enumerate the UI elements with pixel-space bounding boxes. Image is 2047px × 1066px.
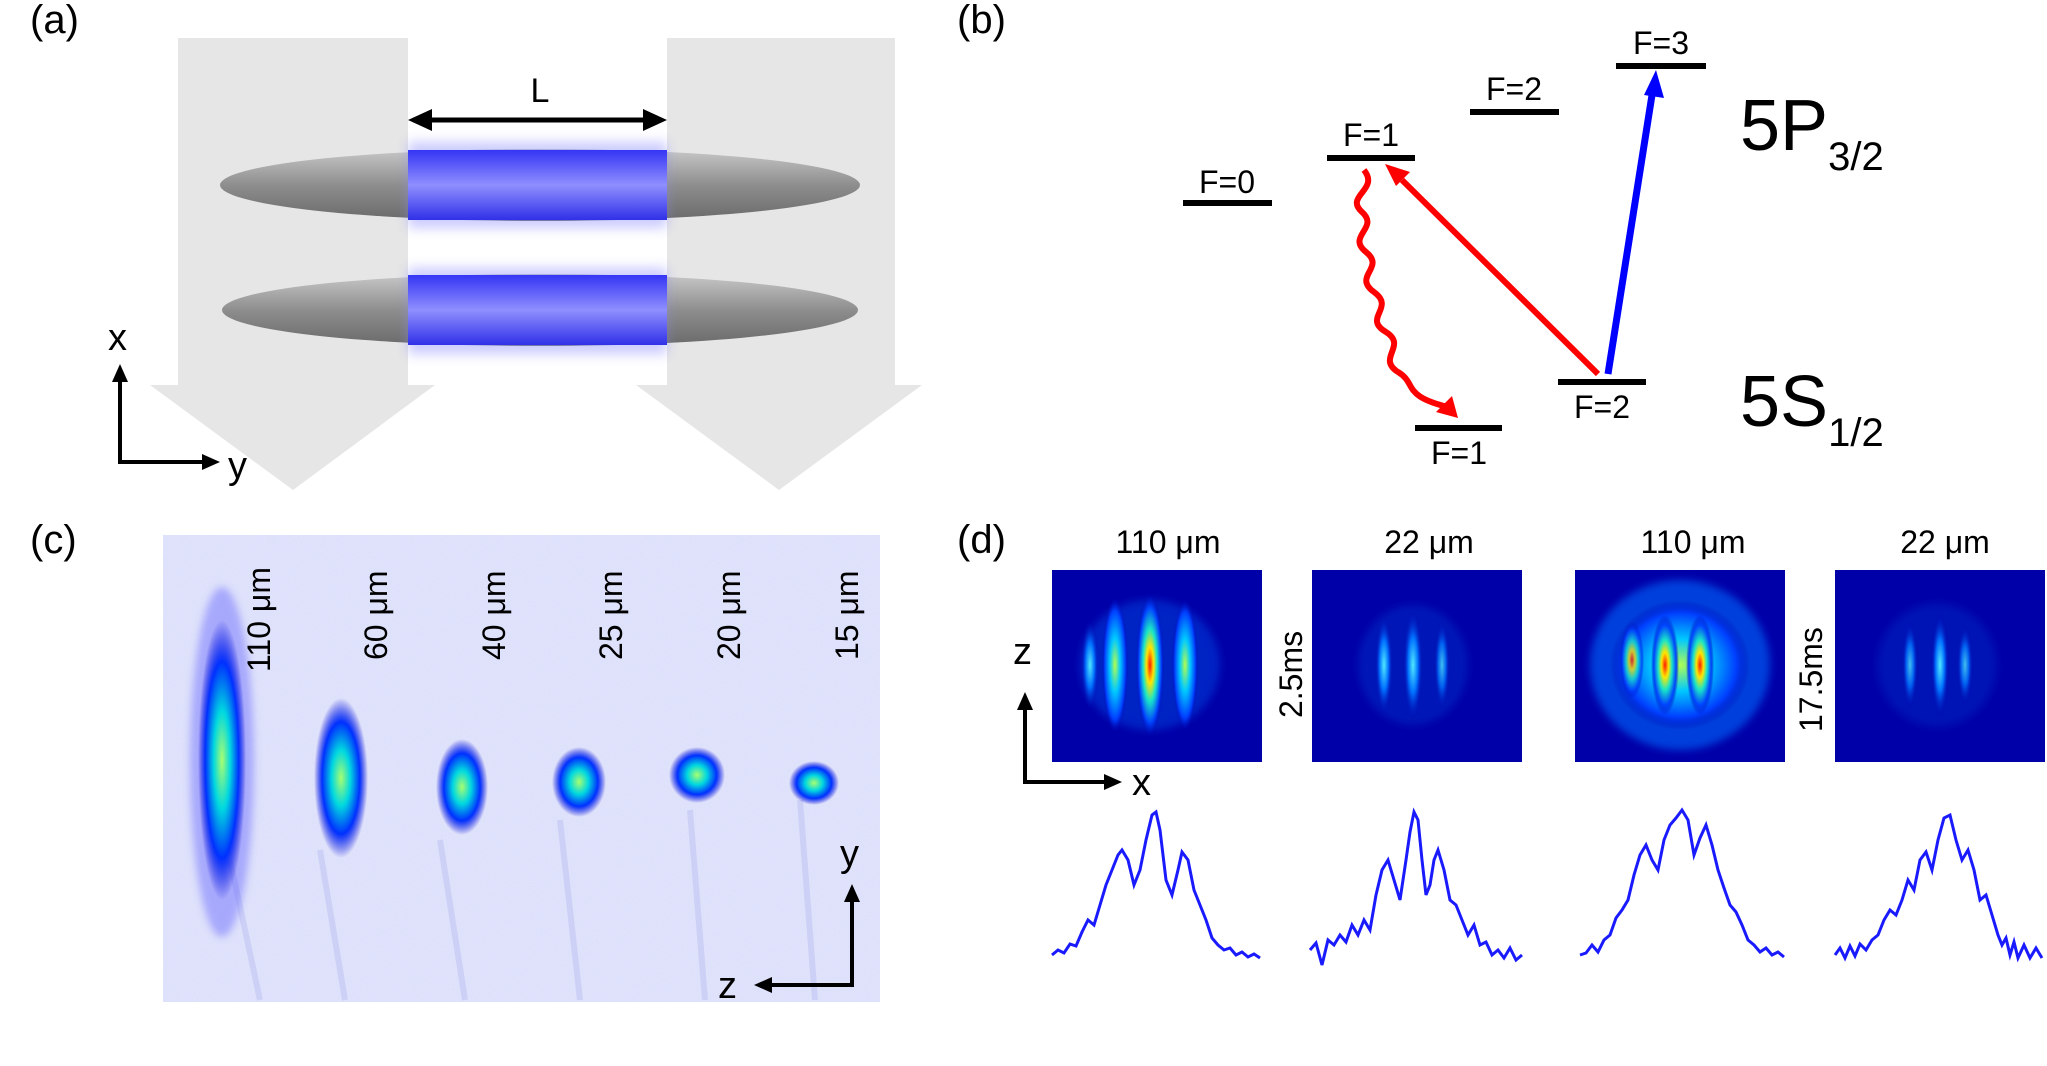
profile-curve-3 bbox=[1579, 807, 1785, 959]
panel-b-label: (b) bbox=[957, 0, 1006, 42]
profile-curve-4 bbox=[1833, 812, 2044, 963]
size-label-15: 15 μm bbox=[829, 570, 865, 660]
axis-x-d-label: x bbox=[1132, 762, 1151, 804]
overlap-region-top bbox=[408, 150, 667, 220]
level-F1-excited-label: F=1 bbox=[1343, 117, 1399, 153]
panel-a: (a) L x y bbox=[30, 0, 922, 490]
size-label-20: 20 μm bbox=[711, 570, 747, 660]
decay-arrow-head bbox=[1436, 396, 1458, 418]
axis-x-d-head bbox=[1104, 774, 1122, 790]
axis-z-c-head bbox=[754, 977, 772, 993]
fluorescence-image-3 bbox=[1575, 570, 1785, 762]
axis-z-d-label: z bbox=[1013, 631, 1032, 673]
size-label-110: 110 μm bbox=[241, 567, 277, 672]
repump-transition-arrow bbox=[1399, 177, 1601, 377]
level-F2-ground-label: F=2 bbox=[1574, 389, 1630, 425]
time-label-2: 17.5ms bbox=[1793, 627, 1829, 732]
profile-curve-2 bbox=[1308, 807, 1523, 966]
axis-y-a-label: y bbox=[228, 445, 247, 487]
pump-transition-arrow bbox=[1604, 94, 1656, 375]
level-F2-excited-label: F=2 bbox=[1486, 71, 1542, 107]
axis-x-a-head bbox=[112, 364, 128, 382]
column-title-2: 22 μm bbox=[1384, 524, 1474, 560]
axis-y-a-head bbox=[202, 454, 220, 470]
excited-state-label: 5P3/2 bbox=[1740, 86, 1884, 179]
panel-d: (d) 110 μm 22 μm 110 μm 22 μm bbox=[957, 518, 2045, 966]
atom-cloud-images bbox=[190, 587, 839, 937]
panel-a-label: (a) bbox=[30, 0, 79, 42]
size-label-40: 40 μm bbox=[476, 570, 512, 660]
axis-y-c-head bbox=[844, 884, 860, 902]
profile-curve-1 bbox=[1051, 809, 1261, 960]
size-label-25: 25 μm bbox=[593, 570, 629, 660]
cloud-40 bbox=[436, 739, 488, 835]
left-beam bbox=[150, 38, 435, 490]
panel-d-label: (d) bbox=[957, 518, 1006, 562]
cloud-15 bbox=[789, 761, 839, 805]
cloud-20 bbox=[669, 747, 725, 803]
panel-b: (b) F=0 F=1 F=2 F=3 F=1 F=2 5P3/2 5S1/2 bbox=[957, 0, 1884, 471]
time-label-1: 2.5ms bbox=[1273, 631, 1309, 718]
column-title-1: 110 μm bbox=[1116, 524, 1221, 560]
spontaneous-decay-wavy bbox=[1353, 168, 1453, 411]
cloud-25 bbox=[552, 747, 606, 817]
ground-state-label: 5S1/2 bbox=[1740, 362, 1884, 455]
panel-c-label: (c) bbox=[30, 518, 77, 562]
axis-z-d-head bbox=[1017, 692, 1033, 710]
fluorescence-image-2 bbox=[1312, 570, 1522, 762]
length-arrow-head-left bbox=[408, 109, 432, 131]
overlap-region-bottom bbox=[408, 275, 667, 345]
repump-arrow-head bbox=[1385, 164, 1410, 186]
length-label: L bbox=[531, 72, 550, 110]
length-arrow-head-right bbox=[643, 109, 667, 131]
cloud-60 bbox=[314, 698, 368, 858]
cloud-110-core bbox=[198, 620, 246, 900]
level-F0-excited-label: F=0 bbox=[1199, 164, 1255, 200]
level-F1-ground-label: F=1 bbox=[1431, 435, 1487, 471]
fluorescence-image-4 bbox=[1835, 570, 2045, 762]
axis-x-a-label: x bbox=[108, 317, 127, 359]
fluorescence-image-1 bbox=[1052, 570, 1262, 762]
column-title-3: 110 μm bbox=[1641, 524, 1746, 560]
pump-arrow-head bbox=[1644, 70, 1664, 98]
panel-c: (c) 110 μm 60 μm 40 μm 25 μm 20 μm 1 bbox=[30, 518, 880, 1007]
axis-y-c-label: y bbox=[840, 833, 859, 875]
absorption-image-noise bbox=[163, 535, 880, 1002]
column-title-4: 22 μm bbox=[1900, 524, 1990, 560]
right-beam bbox=[636, 38, 922, 490]
size-label-60: 60 μm bbox=[358, 570, 394, 660]
axis-z-c-label: z bbox=[718, 965, 737, 1007]
level-F3-excited-label: F=3 bbox=[1633, 25, 1689, 61]
